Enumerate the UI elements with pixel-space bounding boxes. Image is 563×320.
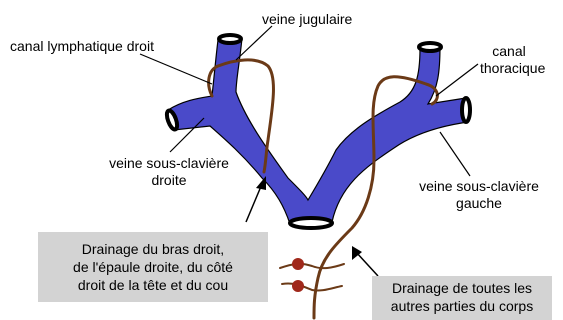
lymph-node-lower bbox=[292, 280, 304, 292]
caption-left-drainage-line1: Drainage de toutes les bbox=[372, 279, 552, 297]
caption-right-drainage-line2: de l'épaule droite, du côté bbox=[38, 258, 268, 276]
jugular-left-opening bbox=[419, 43, 441, 51]
leader-thoracic-duct bbox=[436, 64, 478, 96]
caption-right-drainage: Drainage du bras droit, de l'épaule droi… bbox=[38, 232, 268, 302]
label-right-subclavian-line1: veine sous-clavière bbox=[98, 155, 240, 172]
arrow-left-drainage bbox=[356, 252, 378, 276]
label-thoracic-duct: canal thoracique bbox=[480, 43, 538, 77]
label-thoracic-duct-line1: canal bbox=[480, 43, 538, 60]
caption-right-drainage-line1: Drainage du bras droit, bbox=[38, 240, 268, 258]
caption-right-drainage-line3: droit de la tête et du cou bbox=[38, 276, 268, 294]
label-right-subclavian-line2: droite bbox=[98, 172, 240, 189]
lymph-node-upper bbox=[292, 258, 304, 270]
leader-left-subclavian bbox=[440, 132, 470, 176]
jugular-right-opening bbox=[219, 35, 241, 43]
lymph-branch-lower bbox=[282, 283, 342, 290]
label-thoracic-duct-line2: thoracique bbox=[480, 60, 538, 77]
label-right-lymphatic-duct: canal lymphatique droit bbox=[10, 38, 154, 55]
caption-left-drainage-line2: autres parties du corps bbox=[372, 297, 552, 315]
label-right-subclavian-vein: veine sous-clavière droite bbox=[98, 155, 240, 189]
label-left-subclavian-line1: veine sous-clavière bbox=[408, 178, 550, 195]
left-subclavian-opening bbox=[462, 98, 470, 122]
leader-right-lymph-duct bbox=[140, 54, 212, 84]
lymph-branch-upper bbox=[280, 264, 344, 268]
arrow-right-drainage-head bbox=[256, 176, 266, 190]
label-left-subclavian-vein: veine sous-clavière gauche bbox=[408, 178, 550, 212]
label-left-subclavian-line2: gauche bbox=[408, 195, 550, 212]
vena-cava-opening bbox=[290, 218, 332, 228]
caption-left-drainage: Drainage de toutes les autres parties du… bbox=[372, 276, 552, 320]
arrow-right-drainage bbox=[246, 184, 262, 222]
label-jugular-vein: veine jugulaire bbox=[262, 11, 352, 28]
